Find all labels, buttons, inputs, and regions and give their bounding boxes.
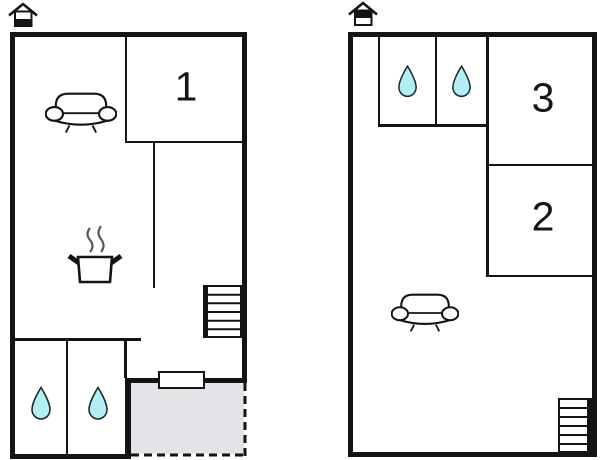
wall [242,32,247,383]
entrance-door [158,371,205,389]
wall [486,32,489,277]
wall [125,32,127,143]
wall [10,32,247,37]
wall [125,378,131,459]
wall [10,338,141,341]
room-label: 2 [531,193,555,240]
wall [124,341,127,378]
wall [348,32,353,457]
wall [153,143,155,288]
terrace-area [131,383,244,454]
wall [435,32,437,125]
water-drop-icon [450,64,473,98]
stairs-icon [558,398,592,453]
wall [10,32,15,459]
wall [10,454,131,459]
wall [378,124,489,127]
wall [486,275,597,277]
water-drop-icon [86,386,110,421]
cooking-pot-icon [66,224,124,284]
sofa-icon [44,87,118,135]
wall [592,32,597,457]
water-drop-icon [396,64,419,98]
wall [348,452,597,457]
wall [348,32,597,37]
room-label: 3 [531,74,555,121]
house-level-upper-icon [348,1,378,28]
wall [66,341,68,454]
room-label: 1 [174,63,198,110]
wall [486,164,597,166]
house-level-ground-icon [8,2,38,29]
wall [378,32,380,125]
stairs-icon [203,285,242,338]
sofa-icon [390,288,460,334]
water-drop-icon [29,386,53,421]
wall [125,141,247,143]
